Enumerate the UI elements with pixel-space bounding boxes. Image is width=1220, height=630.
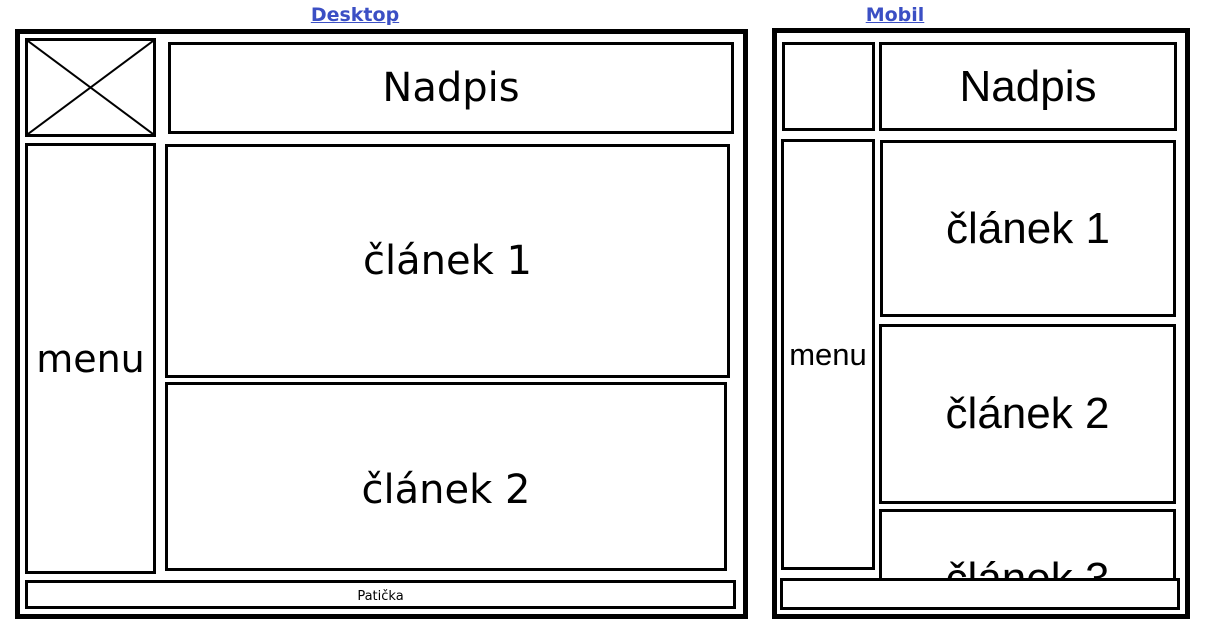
mobile-menu-label: menu xyxy=(789,336,867,372)
mobile-header-box: Nadpis xyxy=(879,42,1177,131)
desktop-article-1: článek 1 xyxy=(165,144,730,378)
desktop-article-2-label: článek 2 xyxy=(361,466,531,513)
mobile-header-label: Nadpis xyxy=(959,61,1097,111)
mobile-article-3-label: článek 3 xyxy=(945,554,1110,580)
desktop-article-1-label: článek 1 xyxy=(363,238,532,284)
image-placeholder-icon xyxy=(25,38,156,137)
desktop-article-2: článek 2 xyxy=(165,382,727,571)
mobile-article-1-label: článek 1 xyxy=(946,203,1110,253)
desktop-footer: Patička xyxy=(25,580,736,609)
mobile-menu-box: menu xyxy=(781,139,875,570)
mobile-article-2: článek 2 xyxy=(879,324,1176,504)
mobile-footer xyxy=(780,578,1180,610)
mobile-article-1: článek 1 xyxy=(880,140,1176,317)
desktop-footer-label: Patička xyxy=(357,589,404,604)
desktop-header-box: Nadpis xyxy=(168,42,734,134)
mobile-article-2-label: článek 2 xyxy=(945,389,1110,438)
desktop-menu-label: menu xyxy=(36,336,145,381)
mobile-heading[interactable]: Mobil xyxy=(865,4,925,26)
desktop-menu-box: menu xyxy=(25,143,156,574)
desktop-header-label: Nadpis xyxy=(382,65,520,111)
mobile-article-3: článek 3 xyxy=(879,509,1176,580)
mobile-logo-box xyxy=(782,42,875,131)
desktop-heading[interactable]: Desktop xyxy=(310,4,400,26)
